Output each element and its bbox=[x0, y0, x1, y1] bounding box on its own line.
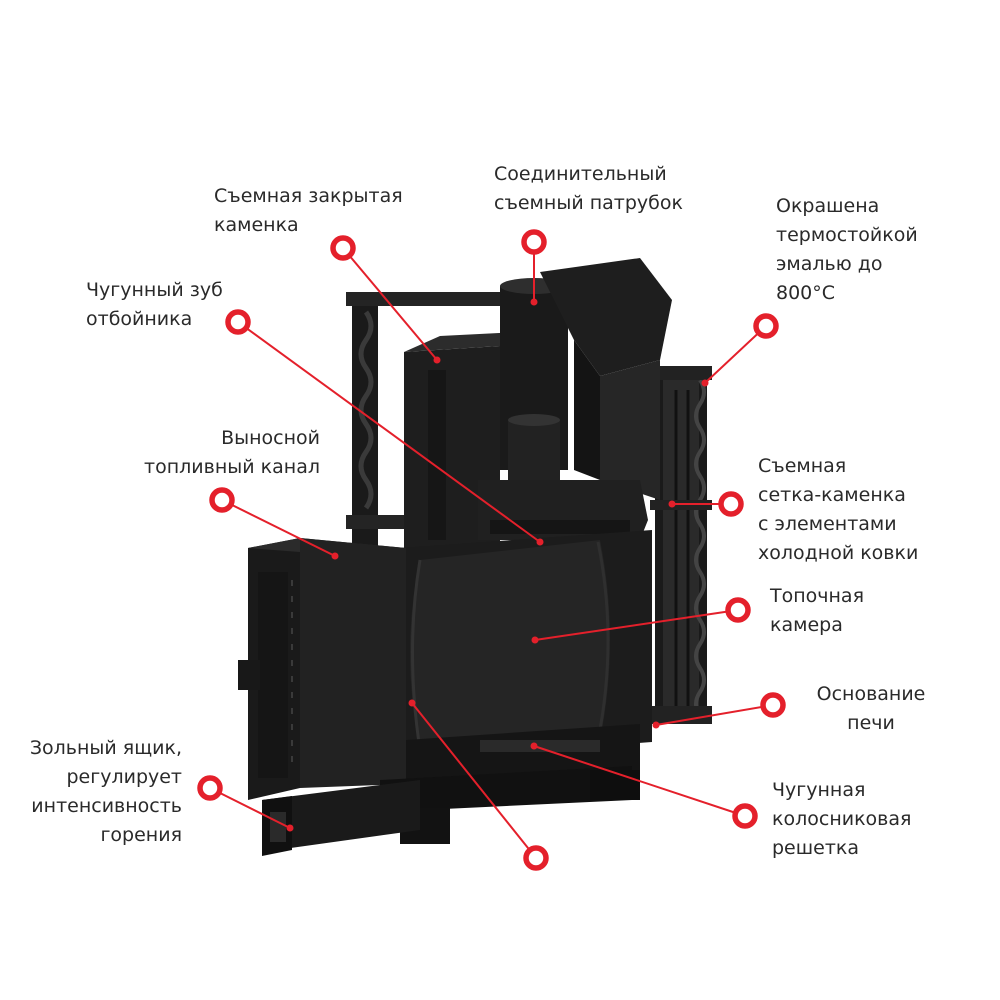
firebox-body bbox=[400, 530, 652, 760]
callout-removable-closed-stone-box: Съемная закрытая каменка bbox=[214, 182, 403, 240]
baffle-shelf bbox=[478, 480, 648, 540]
leader-endpoint-connecting-pipe bbox=[530, 298, 538, 306]
stove-illustration bbox=[238, 258, 712, 856]
callout-line: Окрашена bbox=[776, 195, 880, 217]
callout-cast-iron-tooth: Чугунный зуб отбойника bbox=[86, 276, 223, 334]
leader-line-remote-fuel-channel bbox=[221, 499, 336, 557]
callout-marker-stove-base[interactable] bbox=[760, 692, 786, 718]
callout-line: сетка-каменка bbox=[758, 484, 906, 506]
leader-line-cast-iron-grate bbox=[533, 745, 746, 817]
callout-marker-removable-closed-stone-box[interactable] bbox=[330, 235, 356, 261]
callout-line: Чугунная bbox=[772, 779, 866, 801]
callout-cast-iron-grate: Чугунная колосниковая решетка bbox=[772, 776, 911, 863]
mesh-rack-right bbox=[650, 366, 712, 724]
leader-endpoint-mesh-stone-box bbox=[668, 500, 676, 508]
callout-line: камера bbox=[770, 614, 843, 636]
leader-endpoint-bottom-marker bbox=[408, 699, 416, 707]
chimney-pipe bbox=[500, 278, 568, 490]
fuel-channel bbox=[238, 538, 406, 800]
callout-line: колосниковая bbox=[772, 808, 912, 830]
callout-line: интенсивность bbox=[31, 795, 182, 817]
callout-line: холодной ковки bbox=[758, 542, 919, 564]
leader-line-bottom-marker bbox=[411, 702, 537, 859]
callout-line: с элементами bbox=[758, 513, 897, 535]
leader-endpoint-removable-closed-stone-box bbox=[433, 356, 441, 364]
ash-drawer bbox=[262, 780, 420, 856]
callout-line: решетка bbox=[772, 837, 860, 859]
callout-firebox: Топочная камера bbox=[770, 582, 864, 640]
callout-line: топливный канал bbox=[144, 456, 320, 478]
callout-line: печи bbox=[847, 712, 895, 734]
callout-line: съемный патрубок bbox=[494, 192, 683, 214]
leader-endpoint-firebox bbox=[531, 636, 539, 644]
callout-stove-base: Основание печи bbox=[796, 680, 946, 738]
callout-line: Чугунный зуб bbox=[86, 279, 223, 301]
callout-marker-cast-iron-grate[interactable] bbox=[732, 803, 758, 829]
callout-heat-resistant-enamel: Окрашена термостойкой эмалью до 800°С bbox=[776, 192, 918, 308]
callout-line: отбойника bbox=[86, 308, 193, 330]
callout-line: эмалью до bbox=[776, 253, 883, 275]
leader-endpoint-cast-iron-tooth bbox=[536, 538, 544, 546]
callout-marker-connecting-pipe[interactable] bbox=[521, 229, 547, 255]
mesh-rack-left bbox=[346, 292, 516, 548]
callout-line: 800°С bbox=[776, 282, 836, 304]
callout-marker-cast-iron-tooth[interactable] bbox=[225, 309, 251, 335]
grate-and-base bbox=[380, 724, 640, 844]
callout-line: регулирует bbox=[66, 766, 182, 788]
callout-line: Выносной bbox=[221, 427, 320, 449]
callout-marker-remote-fuel-channel[interactable] bbox=[209, 487, 235, 513]
leader-endpoint-cast-iron-grate bbox=[530, 742, 538, 750]
callout-line: Зольный ящик, bbox=[29, 737, 182, 759]
leader-endpoint-remote-fuel-channel bbox=[331, 552, 339, 560]
callout-ash-box: Зольный ящик, регулирует интенсивность г… bbox=[0, 734, 182, 850]
callout-line: Основание bbox=[816, 683, 926, 705]
callout-markers bbox=[197, 229, 786, 871]
callout-marker-ash-box[interactable] bbox=[197, 775, 223, 801]
leader-line-heat-resistant-enamel bbox=[704, 325, 767, 384]
closed-stone-box bbox=[404, 332, 520, 552]
callout-line: термостойкой bbox=[776, 224, 918, 246]
leader-line-cast-iron-tooth bbox=[237, 321, 541, 543]
leader-endpoint-heat-resistant-enamel bbox=[701, 379, 709, 387]
callout-remote-fuel-channel: Выносной топливный канал bbox=[120, 424, 320, 482]
leader-line-removable-closed-stone-box bbox=[342, 247, 438, 361]
callout-marker-heat-resistant-enamel[interactable] bbox=[753, 313, 779, 339]
callout-line: каменка bbox=[214, 214, 299, 236]
callout-marker-bottom-marker[interactable] bbox=[523, 845, 549, 871]
leader-line-ash-box bbox=[209, 787, 291, 829]
callout-marker-mesh-stone-box[interactable] bbox=[718, 491, 744, 517]
callout-line: Съемная bbox=[758, 455, 847, 477]
chimney-flap bbox=[540, 258, 672, 500]
leader-endpoint-ash-box bbox=[286, 824, 294, 832]
callout-line: Соединительный bbox=[494, 163, 667, 185]
callout-marker-firebox[interactable] bbox=[725, 597, 751, 623]
callout-line: горения bbox=[100, 824, 182, 846]
callout-connecting-pipe: Соединительный съемный патрубок bbox=[494, 160, 683, 218]
callout-line: Съемная закрытая bbox=[214, 185, 403, 207]
leader-endpoint-stove-base bbox=[652, 721, 660, 729]
callout-line: Топочная bbox=[770, 585, 864, 607]
leader-line-stove-base bbox=[655, 704, 774, 726]
leader-line-firebox bbox=[534, 609, 739, 641]
callout-mesh-stone-box: Съемная сетка-каменка с элементами холод… bbox=[758, 452, 918, 568]
